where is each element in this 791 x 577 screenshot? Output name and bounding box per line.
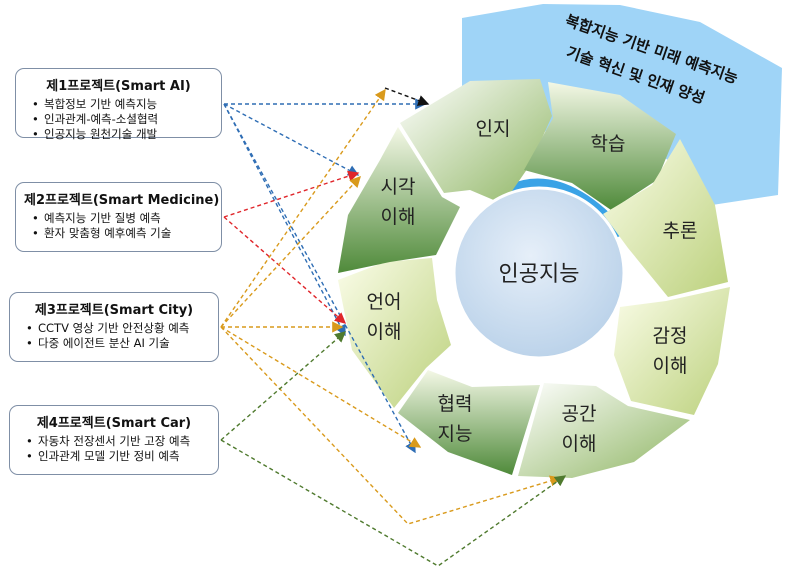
segment-learning [524, 82, 676, 210]
project-3-item: CCTV 영상 기반 안전상황 예측 [26, 321, 210, 336]
link-project1-language [223, 103, 346, 337]
project-2-title: 제2프로젝트(Smart Medicine) [24, 193, 220, 208]
project-1-item: 복합정보 기반 예측지능 [32, 97, 213, 112]
project-1-item: 인공지능 원천기술 개발 [32, 127, 213, 142]
link-project3-cognition [220, 88, 386, 328]
project-4-item: 자동차 전장센서 기반 고장 예측 [26, 434, 210, 449]
segment-reasoning [603, 139, 728, 297]
link-project3-collaboration [220, 326, 422, 448]
project-4-box: 제4프로젝트(Smart Car) 자동차 전장센서 기반 고장 예측 인과관계… [9, 405, 219, 475]
project-2-box: 제2프로젝트(Smart Medicine) 예측지능 기반 질병 예측 환자 … [15, 182, 222, 252]
project-2-item: 예측지능 기반 질병 예측 [32, 211, 213, 226]
project-1-box: 제1프로젝트(Smart AI) 복합정보 기반 예측지능 인과관계-예측-소셜… [15, 68, 222, 142]
project-3-item: 다중 에이전트 분산 AI 기술 [26, 336, 210, 351]
link-project1-vision [223, 103, 360, 176]
segment-language-label: 언어 [367, 291, 402, 313]
segment-space-label: 공간 [562, 403, 597, 425]
link-project2-language [223, 216, 347, 324]
link-project2-vision [223, 170, 360, 218]
project-3-box: 제3프로젝트(Smart City) CCTV 영상 기반 안전상황 예측 다중… [9, 292, 219, 362]
link-guide-cognition [384, 87, 430, 106]
segment-vision-label: 이해 [381, 206, 416, 228]
segment-reasoning-label: 추론 [663, 220, 698, 242]
link-project3-vision [220, 175, 361, 328]
segment-collaboration-label: 협력 [438, 393, 473, 415]
project-3-title: 제3프로젝트(Smart City) [34, 303, 194, 318]
segment-learning-label: 학습 [591, 133, 626, 155]
segment-emotion-label: 이해 [653, 355, 688, 377]
segment-collaboration-label: 지능 [438, 423, 473, 445]
project-4-title: 제4프로젝트(Smart Car) [36, 416, 192, 431]
link-project1-collaboration [223, 103, 416, 454]
segment-vision-label: 시각 [381, 176, 416, 198]
segment-language [338, 258, 451, 408]
segment-emotion-label: 감정 [653, 325, 688, 347]
link-project4-language [220, 331, 347, 441]
segment-emotion [614, 287, 730, 415]
segment-cognition-label: 인지 [476, 118, 511, 140]
center-label: 인공지능 [499, 262, 580, 287]
project-4-item: 인과관계 모델 기반 정비 예측 [26, 449, 210, 464]
project-2-item: 환자 맞춤형 예후예측 기술 [32, 226, 213, 241]
segment-space-label: 이해 [562, 433, 597, 455]
segment-language-label: 이해 [367, 321, 402, 343]
segment-vision [338, 127, 460, 273]
project-1-title: 제1프로젝트(Smart AI) [46, 79, 191, 94]
segment-cognition [400, 79, 552, 204]
project-1-item: 인과관계-예측-소셜협력 [32, 112, 213, 127]
segment-space [518, 383, 690, 478]
segment-collaboration [398, 370, 540, 475]
center-circle [452, 186, 626, 360]
